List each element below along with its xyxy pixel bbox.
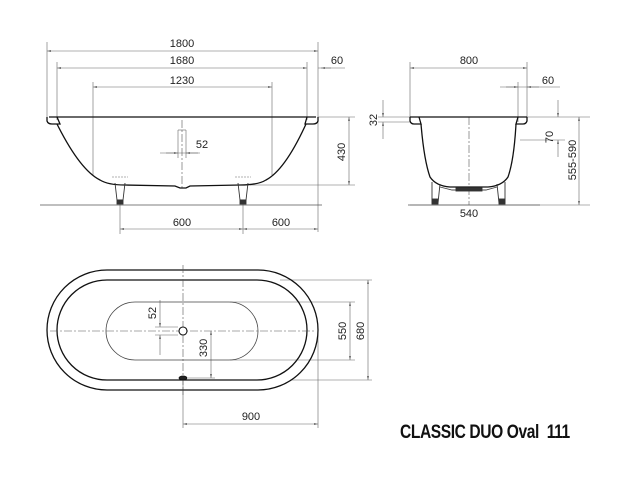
side-dimension-lines (381, 66, 581, 205)
side-view: 800 60 32 70 555-590 540 (368, 55, 590, 220)
top-dimension-lines (158, 280, 370, 426)
side-feet (431, 182, 506, 205)
front-tub-outline (46, 116, 319, 189)
top-dim-half-length: 900 (242, 411, 260, 423)
side-dim-overall-width: 800 (460, 55, 478, 67)
dim-rim-width: 60 (331, 55, 343, 67)
dim-overall-length: 1800 (170, 38, 194, 50)
side-dim-foot-width: 540 (460, 208, 478, 220)
top-dim-inner-width: 680 (355, 322, 367, 340)
dim-bottom-length: 1230 (170, 75, 194, 87)
front-feet (112, 176, 251, 205)
front-view: 1800 1680 1230 60 52 430 600 600 (40, 38, 355, 234)
side-extension-lines (378, 62, 590, 206)
dim-foot-spacing: 600 (173, 217, 191, 229)
side-dim-rim-width: 60 (542, 75, 554, 87)
dim-drain-diameter: 52 (196, 139, 208, 151)
side-dim-rim-to-overflow: 70 (544, 131, 556, 143)
top-dim-drain-to-overflow: 330 (198, 339, 210, 357)
top-dim-drain-diameter: 52 (147, 307, 159, 319)
dim-depth: 430 (336, 143, 348, 161)
dim-foot-to-end: 600 (272, 217, 290, 229)
side-tub-outline (409, 116, 528, 188)
side-dim-rim-thickness: 32 (368, 114, 380, 126)
dim-inner-length: 1680 (170, 55, 194, 67)
product-title: CLASSIC DUO Oval 111 (400, 422, 570, 443)
front-dimension-lines (47, 49, 351, 231)
top-dim-basin-width: 550 (337, 322, 349, 340)
top-view: 52 330 550 680 900 (46, 265, 372, 428)
drain-icon (178, 326, 188, 336)
overflow-icon (178, 375, 188, 381)
side-dim-total-height: 555-590 (567, 140, 579, 180)
